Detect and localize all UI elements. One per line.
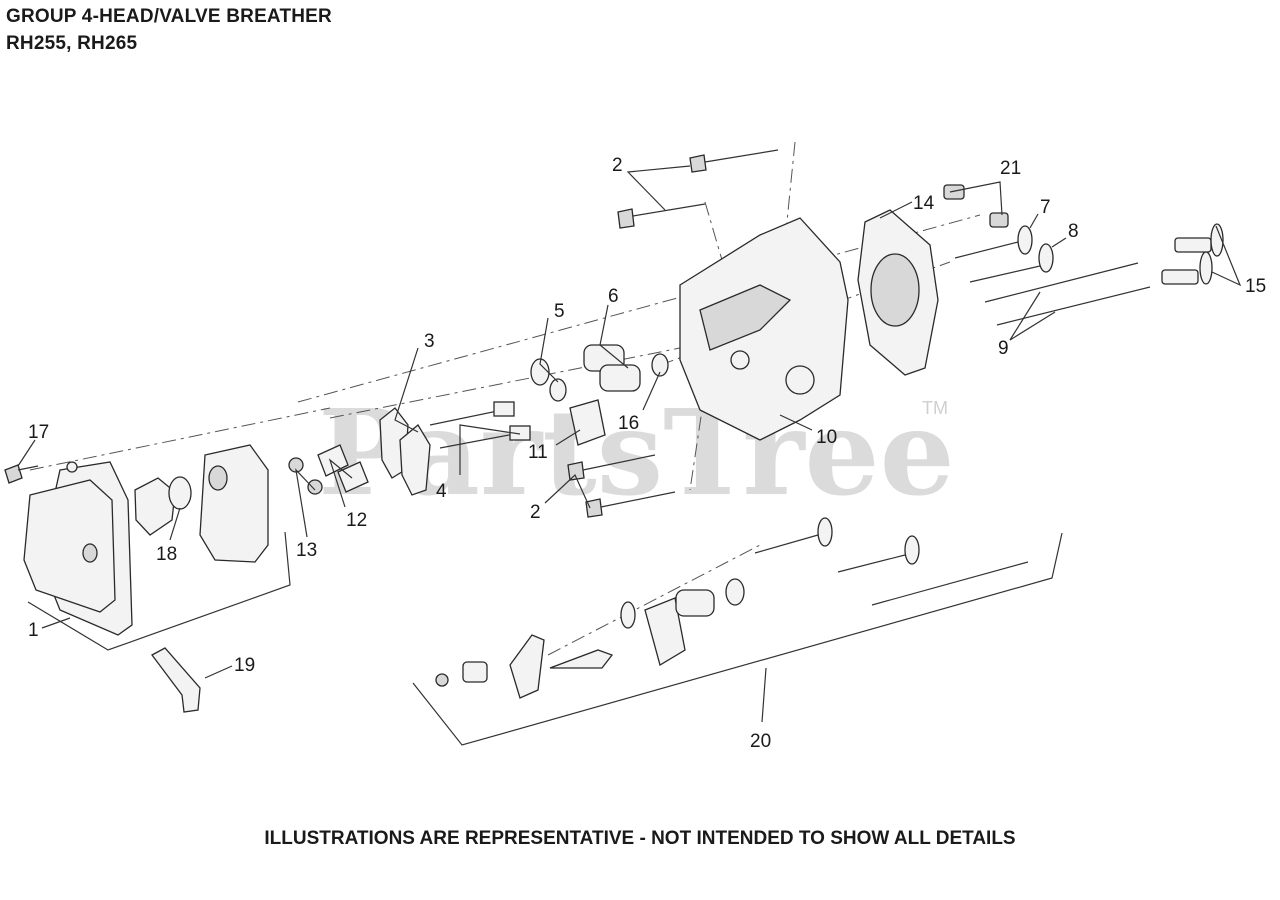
callout-14: 14	[913, 193, 935, 214]
rocker-studs	[429, 401, 531, 449]
breather-hose	[151, 647, 201, 713]
callout-4: 4	[436, 481, 447, 502]
callout-3: 3	[424, 331, 435, 352]
callout-6: 6	[608, 286, 619, 307]
disclaimer-note: ILLUSTRATIONS ARE REPRESENTATIVE - NOT I…	[264, 828, 1016, 849]
callout-1: 1	[28, 620, 39, 641]
callout-11: 11	[528, 442, 548, 463]
head-bolts-upper	[617, 149, 779, 229]
cover-bolt	[4, 464, 39, 484]
head-bolts-lower	[567, 454, 676, 518]
cylinder-head	[679, 217, 849, 441]
valve-stem-seal	[651, 353, 669, 377]
valve-retainers	[530, 358, 567, 402]
callout-9: 9	[998, 338, 1009, 359]
callout-16: 16	[618, 413, 639, 434]
group-boundaries	[27, 531, 1063, 746]
leader-lines	[17, 165, 1242, 723]
callout-20: 20	[750, 731, 771, 752]
callout-21: 21	[1000, 158, 1021, 179]
callout-18: 18	[156, 544, 177, 565]
callout-17: 17	[28, 422, 49, 443]
callout-5: 5	[554, 301, 565, 322]
callout-10: 10	[816, 427, 837, 448]
callout-labels: 2 21 14 7 8 15 6 5 3 9 17 16 10 11 4 12 …	[28, 155, 1266, 752]
head-gasket	[857, 209, 939, 376]
callout-2-lower: 2	[530, 502, 541, 523]
callout-2-upper: 2	[612, 155, 623, 176]
diagram-title: GROUP 4-HEAD/VALVE BREATHER	[6, 6, 332, 27]
rocker-kit-parts	[435, 517, 1029, 699]
callout-7: 7	[1040, 197, 1051, 218]
callout-13: 13	[296, 540, 317, 561]
dowel-pins	[943, 184, 1009, 228]
callout-15: 15	[1245, 276, 1266, 297]
valve-springs	[583, 344, 641, 392]
valves	[954, 225, 1054, 283]
valve-lifters	[1161, 223, 1224, 285]
watermark-trademark: TM	[922, 398, 948, 418]
breather-assembly	[134, 444, 269, 563]
push-rods	[984, 262, 1151, 326]
rocker-cover	[23, 461, 133, 636]
callout-12: 12	[346, 510, 367, 531]
rocker-arms	[379, 407, 431, 496]
callout-19: 19	[234, 655, 255, 676]
callout-8: 8	[1068, 221, 1079, 242]
diagram-models: RH255, RH265	[6, 33, 138, 54]
